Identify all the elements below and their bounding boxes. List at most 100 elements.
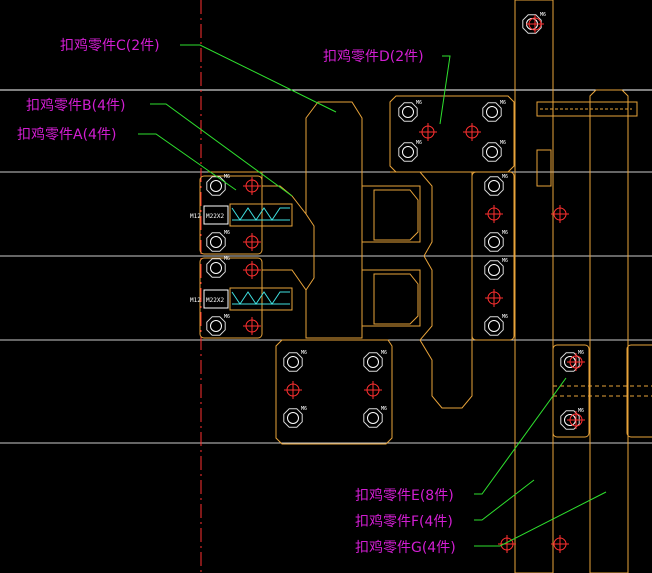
clamp-body	[199, 257, 263, 339]
bolt-head	[484, 176, 504, 196]
callout-f: 扣鸡零件F(4件)	[355, 513, 453, 530]
part-e-block	[552, 344, 590, 438]
spring-label: M22X2	[206, 213, 224, 220]
right-rails	[514, 0, 652, 573]
thread-box	[203, 205, 229, 225]
leader-a	[138, 133, 237, 191]
rail-right	[589, 89, 629, 573]
bolt-head	[484, 232, 504, 252]
bottom-plate	[275, 339, 393, 445]
middle-block	[362, 269, 421, 327]
bolt-head	[206, 258, 226, 278]
callout-a: 扣鸡零件A(4件)	[17, 126, 116, 143]
leader-d	[439, 55, 451, 125]
middle-block-inner	[373, 273, 419, 325]
bolt-hole	[287, 412, 299, 424]
hole-label: M6	[500, 140, 506, 146]
bolt-hole	[488, 320, 500, 332]
hole-label: M6	[381, 406, 387, 412]
part-c-outline	[305, 101, 363, 339]
bolt-hole	[402, 146, 414, 158]
callout-c: 扣鸡零件C(2件)	[60, 37, 160, 54]
bolt-head	[206, 232, 226, 252]
callout-b: 扣鸡零件B(4件)	[26, 97, 125, 114]
bolt-head	[484, 260, 504, 280]
bolt-head	[482, 142, 502, 162]
bolt-head	[484, 316, 504, 336]
callout-d: 扣鸡零件D(2件)	[323, 48, 424, 65]
clamp-unit-lower: M22X2 M12	[190, 257, 307, 339]
leader-g	[474, 491, 607, 547]
hole-label: M6	[224, 174, 230, 180]
bolt-head	[363, 352, 383, 372]
clamp-slot	[229, 287, 293, 311]
bolt-hole	[287, 356, 299, 368]
bolt-hole	[210, 262, 222, 274]
bolt-head	[482, 102, 502, 122]
thread-label: M12	[190, 213, 201, 220]
hole-label: M6	[301, 406, 307, 412]
clamp-outline	[262, 269, 307, 291]
bolt-hole	[367, 412, 379, 424]
leader-b	[150, 103, 293, 197]
hole-label: M6	[500, 100, 506, 106]
bolt-head	[522, 14, 542, 34]
bolt-head	[363, 408, 383, 428]
spring-label: M22X2	[206, 297, 224, 304]
bolt-head	[283, 408, 303, 428]
middle-block-link	[390, 171, 433, 257]
bolt-hole	[486, 106, 498, 118]
hole-label: M6	[301, 350, 307, 356]
middle-blocks	[362, 171, 508, 409]
clamp-body	[199, 175, 263, 255]
hole-label: M6	[224, 256, 230, 262]
bolt-head	[206, 176, 226, 196]
rail	[514, 0, 554, 573]
leader-f	[474, 479, 535, 521]
spring	[231, 207, 290, 221]
hole-label: M6	[502, 314, 508, 320]
hole-label: M6	[224, 230, 230, 236]
leader-c	[180, 44, 337, 113]
hole-label: M6	[578, 408, 584, 414]
callout-labels: 扣鸡零件C(2件) 扣鸡零件D(2件) 扣鸡零件B(4件) 扣鸡零件A(4件) …	[17, 37, 456, 556]
hole-label: M6	[224, 314, 230, 320]
hole-label: M6	[540, 12, 546, 18]
hole-label: M6	[578, 350, 584, 356]
bolt-hole	[210, 236, 222, 248]
hole-label: M6	[416, 100, 422, 106]
bolt-head	[283, 352, 303, 372]
hole-label: M6	[502, 258, 508, 264]
bolt-head	[206, 316, 226, 336]
hole-label: M6	[502, 174, 508, 180]
hole-label: M6	[502, 230, 508, 236]
part-e-block	[626, 344, 652, 438]
clamp-unit-upper: M22X2 M12	[190, 171, 307, 255]
leader-e	[474, 377, 567, 495]
spring	[231, 291, 290, 305]
clamp-outline	[208, 171, 307, 215]
bolt-head	[398, 142, 418, 162]
leaders	[138, 44, 607, 547]
bolt-hole	[210, 320, 222, 332]
clamp-slot	[229, 203, 293, 227]
callout-e: 扣鸡零件E(8件)	[355, 487, 454, 504]
callout-g: 扣鸡零件G(4件)	[355, 539, 456, 556]
thread-box	[203, 289, 229, 309]
bolt-hole	[488, 264, 500, 276]
thread-label: M12	[190, 297, 201, 304]
bolt-hole	[210, 180, 222, 192]
hole-label: M6	[416, 140, 422, 146]
bolt-hole	[402, 106, 414, 118]
rail-tab	[536, 149, 552, 187]
bolt-hole	[486, 146, 498, 158]
rail-bar	[536, 101, 638, 117]
bolt-head	[398, 102, 418, 122]
middle-block-link	[419, 171, 508, 409]
hole-label: M6	[381, 350, 387, 356]
middle-block	[362, 185, 421, 243]
bolt-hole	[488, 236, 500, 248]
